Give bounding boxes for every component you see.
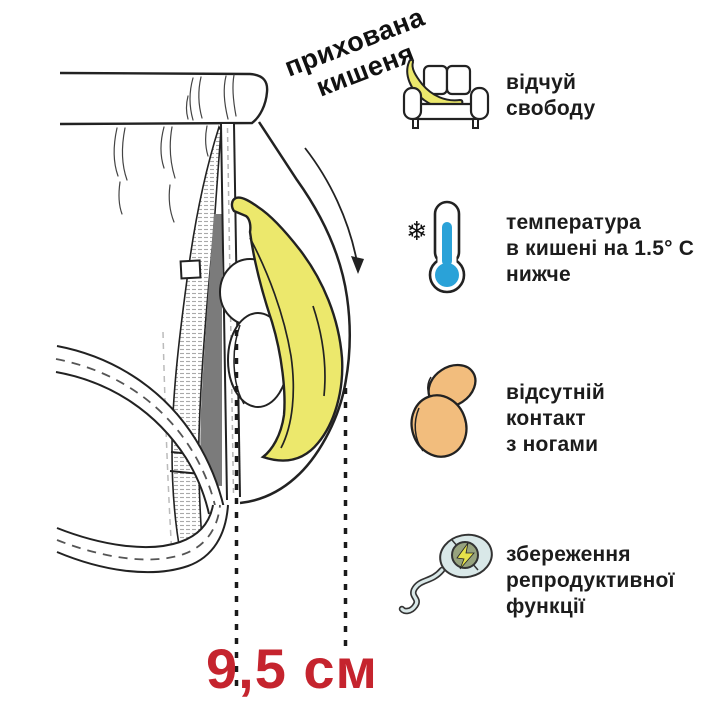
feature-no-contact: відсутній контакт з ногами (396, 360, 605, 464)
lightning-bolt-icon (456, 542, 475, 570)
testicle-eggs-icon (396, 360, 496, 464)
cold-thermometer-icon: ❄ (396, 198, 496, 296)
direction-arrow (304, 147, 364, 274)
feature-reproduction: збереження репродуктивної функції (396, 526, 675, 620)
inner-gray-panel (200, 214, 222, 486)
leg-band-lower (56, 504, 229, 574)
feature-no-contact-label: відсутній контакт з ногами (506, 381, 605, 456)
banana (230, 196, 344, 462)
fabric-wrinkles (113, 125, 209, 223)
feature-freedom: відчуй свободу (396, 58, 595, 132)
feature-reproduction-label: збереження репродуктивної функції (506, 543, 675, 618)
banana-on-sofa-icon (396, 58, 496, 132)
measurement-value: 9,5 см (206, 637, 378, 700)
waistband (59, 71, 269, 126)
sperm-energy-icon (396, 526, 496, 618)
feature-temperature: ❄ температура в кишені на 1.5° C нижче (396, 198, 694, 296)
feature-freedom-label: відчуй свободу (506, 71, 596, 120)
pouch-outline (239, 121, 352, 505)
feature-temperature-label: температура в кишені на 1.5° C нижче (506, 211, 695, 286)
leg-band-upper (55, 345, 225, 515)
snowflake-icon: ❄ (406, 217, 428, 247)
pocket-tab (179, 259, 202, 280)
